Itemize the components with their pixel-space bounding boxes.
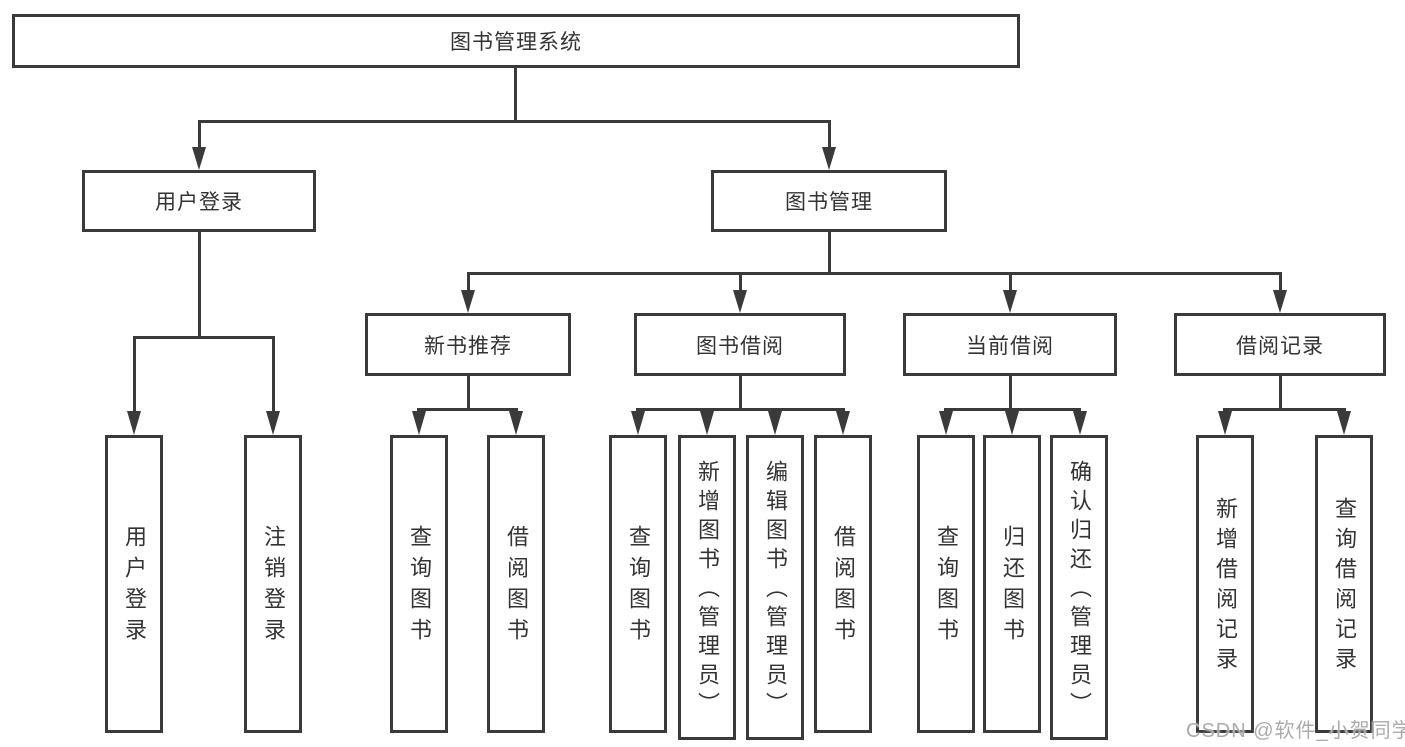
edge-drop-leaf-user-login (133, 336, 136, 414)
node-leaf-edit-book-admin: 编辑图书（管理员） (746, 435, 804, 740)
node-book-borrow: 图书借阅 (634, 313, 846, 376)
arrowhead-leaf-query-book-current (939, 411, 953, 435)
edge-book-borrow-rail (636, 408, 845, 411)
arrowhead-leaf-borrow-book-borrow (836, 411, 850, 435)
edge-user-login-stem (198, 231, 201, 339)
node-leaf-confirm-return-admin: 确认归还（管理员） (1050, 435, 1108, 740)
arrowhead-leaf-user-login (127, 411, 141, 435)
arrowhead-leaf-borrow-book-rec (509, 411, 523, 435)
csdn-watermark: CSDN @软件_小贺同学 (1186, 720, 1405, 742)
edge-drop-current-borrow (1009, 272, 1012, 293)
arrowhead-borrow-records (1273, 290, 1287, 313)
node-leaf-borrow-book-borrow: 借阅图书 (814, 435, 872, 733)
node-new-book-recommend: 新书推荐 (365, 313, 571, 376)
edge-current-borrow-stem (1009, 375, 1012, 411)
node-leaf-query-book-borrow: 查询图书 (609, 435, 667, 733)
node-leaf-logout: 注销登录 (244, 435, 302, 733)
edge-drop-new-book-recommend (467, 272, 470, 293)
edge-borrow-records-rail (1223, 408, 1346, 411)
arrowhead-book-borrow (733, 290, 747, 313)
arrowhead-book-management (822, 147, 836, 170)
node-borrow-records: 借阅记录 (1174, 313, 1386, 376)
edge-drop-leaf-logout (272, 336, 275, 414)
edge-level1-rail (198, 120, 831, 123)
node-leaf-add-book-admin: 新增图书（管理员） (678, 435, 736, 740)
arrowhead-leaf-edit-book-admin (768, 411, 782, 435)
arrowhead-new-book-recommend (461, 290, 475, 313)
arrowhead-leaf-query-book-rec (412, 411, 426, 435)
node-leaf-query-borrow-record: 查询借阅记录 (1315, 435, 1373, 733)
arrowhead-leaf-query-book-borrow (631, 411, 645, 435)
node-root: 图书管理系统 (12, 14, 1020, 68)
edge-drop-user-login (198, 120, 201, 150)
node-leaf-query-book-rec: 查询图书 (390, 435, 448, 733)
arrowhead-user-login (192, 147, 206, 170)
node-leaf-add-borrow-record: 新增借阅记录 (1196, 435, 1254, 733)
edge-book-management-stem (828, 231, 831, 275)
edge-drop-book-management (828, 120, 831, 150)
node-leaf-user-login: 用户登录 (105, 435, 163, 733)
edge-new-book-recommend-rail (417, 408, 518, 411)
node-book-management: 图书管理 (711, 170, 947, 232)
edge-book-borrow-stem (739, 375, 742, 411)
edge-new-book-recommend-stem (467, 375, 470, 411)
arrowhead-leaf-add-book-admin (700, 411, 714, 435)
arrowhead-leaf-logout (266, 411, 280, 435)
edge-current-borrow-rail (944, 408, 1081, 411)
arrowhead-leaf-query-borrow-record (1337, 411, 1351, 435)
arrowhead-leaf-add-borrow-record (1218, 411, 1232, 435)
node-leaf-borrow-book-rec: 借阅图书 (487, 435, 545, 733)
edge-level2-rail (467, 272, 1281, 275)
edge-root-stem (514, 67, 517, 123)
node-leaf-return-book: 归还图书 (983, 435, 1041, 733)
arrowhead-current-borrow (1003, 290, 1017, 313)
edge-drop-borrow-records (1279, 272, 1282, 293)
node-user-login: 用户登录 (82, 170, 316, 232)
edge-user-login-rail (133, 336, 275, 339)
edge-drop-book-borrow (739, 272, 742, 293)
node-current-borrow: 当前借阅 (903, 313, 1117, 376)
edge-borrow-records-stem (1279, 375, 1282, 411)
node-leaf-query-book-current: 查询图书 (917, 435, 975, 733)
arrowhead-leaf-confirm-return-admin (1073, 411, 1087, 435)
arrowhead-leaf-return-book (1005, 411, 1019, 435)
